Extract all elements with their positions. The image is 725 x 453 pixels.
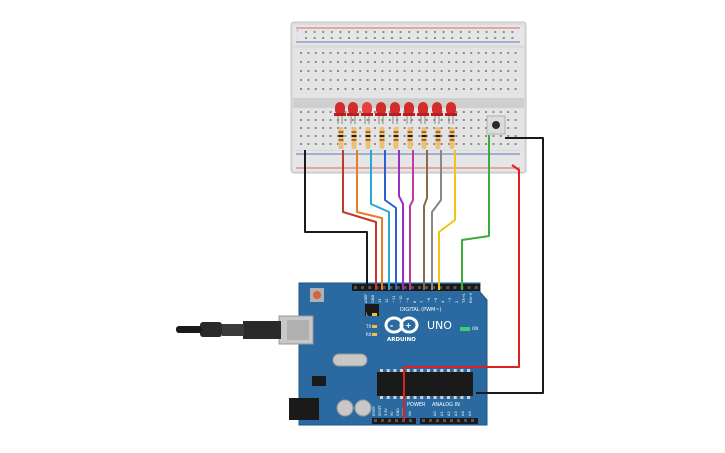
analog-pin-label: A0 [433, 411, 437, 416]
resistor [338, 127, 344, 149]
led-red [404, 102, 414, 115]
resistor [421, 127, 427, 149]
digital-pin-label: ~5 [434, 298, 438, 303]
atmega-chip [377, 372, 473, 396]
digital-pin-label: ~11 [392, 295, 396, 303]
power-pin-label: 3.3V [384, 408, 388, 416]
breadboard-upper-terminals [293, 48, 524, 98]
usb-cable-plug [243, 321, 281, 339]
arduino-uno-board[interactable]: - + ARDUINO UNO DIGITAL (PWM~) POWER ANA… [176, 282, 488, 426]
analog-pin-label: A2 [447, 411, 451, 416]
digital-pin-label: 13 [378, 298, 382, 303]
power-pin-label: Vin [408, 411, 412, 416]
arduino-logo: - + [384, 316, 419, 334]
digital-pin-label: 2 [455, 301, 459, 303]
led-red [446, 102, 456, 115]
digital-pin-label: GND [371, 295, 375, 303]
resistor-array [338, 127, 455, 149]
on-led [460, 327, 470, 331]
resistor [407, 127, 413, 149]
rail-plus-label: + [296, 28, 299, 33]
power-pin-label: GND [396, 408, 400, 416]
digital-pin-label: ~6 [427, 297, 431, 303]
top-power-rail [293, 25, 524, 45]
jumper-wire [342, 150, 377, 290]
digital-label: DIGITAL (PWM~) [400, 307, 442, 313]
jumper-wire [356, 150, 383, 290]
power-pin-label: IOREF [372, 406, 376, 416]
push-button[interactable] [486, 115, 506, 135]
digital-pin-label: AREF [364, 294, 368, 303]
jumper-wire [403, 164, 520, 420]
jumper-wire [438, 150, 456, 290]
jumper-wire [423, 150, 428, 290]
tx-label: TX [365, 324, 371, 329]
led-red [390, 102, 400, 115]
digital-pin-label: 8 [413, 300, 417, 303]
jumper-wire [304, 150, 368, 290]
analog-pin-label: A5 [468, 411, 472, 416]
analog-pin-label: A1 [440, 411, 444, 416]
digital-pin-label: 12 [385, 298, 389, 303]
resistor [393, 127, 399, 149]
wires [304, 135, 544, 420]
led-red [418, 102, 428, 115]
crystal-oscillator [332, 353, 368, 367]
digital-pin-label: ~10 [399, 295, 403, 303]
led-red [335, 102, 345, 115]
analog-label: ANALOG IN [432, 402, 460, 408]
led-red [376, 102, 386, 115]
digital-pin-label: 4 [441, 300, 445, 303]
digital-header[interactable] [352, 284, 480, 291]
resistor [449, 127, 455, 149]
power-header[interactable] [372, 418, 416, 424]
digital-pin-label: ~9 [406, 297, 410, 303]
breadboard: - + [290, 21, 527, 174]
digital-pin-label: RX←0 [469, 292, 473, 303]
digital-pin-label: 7 [420, 301, 424, 303]
resistor [435, 127, 441, 149]
svg-text:+: + [405, 321, 412, 330]
power-jack [289, 398, 319, 420]
usb-cable [176, 326, 202, 333]
on-label: ON [472, 326, 478, 331]
digital-pin-label: ~3 [448, 298, 452, 303]
resistor [379, 127, 385, 149]
analog-header[interactable] [420, 418, 478, 424]
led-red [362, 102, 372, 115]
jumper-wire [431, 150, 442, 290]
model-text: UNO [427, 319, 452, 332]
power-pin-label: RESET [378, 404, 382, 416]
rail-minus-label: - [296, 36, 298, 41]
capacitor-2 [354, 399, 372, 417]
jumper-wire [398, 150, 404, 290]
bottom-power-rail [293, 151, 524, 171]
l-label: L [366, 312, 369, 317]
brand-text: ARDUINO [387, 337, 416, 343]
analog-pin-label: A4 [461, 411, 465, 416]
jumper-wire [476, 137, 544, 394]
jumper-wire [370, 150, 390, 290]
digital-pin-label: TX→1 [462, 293, 466, 304]
jumper-wire [461, 135, 490, 290]
jumper-wire [409, 150, 414, 290]
svg-text:-: - [390, 321, 393, 330]
led-array [334, 102, 457, 124]
power-pin-label: 5V [390, 411, 394, 416]
analog-pin-label: A3 [454, 411, 458, 416]
led-red [432, 102, 442, 115]
power-label: POWER [407, 402, 426, 408]
rx-label: RX [366, 332, 372, 337]
resistor [351, 127, 357, 149]
capacitor-1 [336, 399, 354, 417]
jumper-wire [384, 150, 397, 290]
led-red [348, 102, 358, 115]
resistor [365, 127, 371, 149]
voltage-regulator [312, 376, 326, 386]
